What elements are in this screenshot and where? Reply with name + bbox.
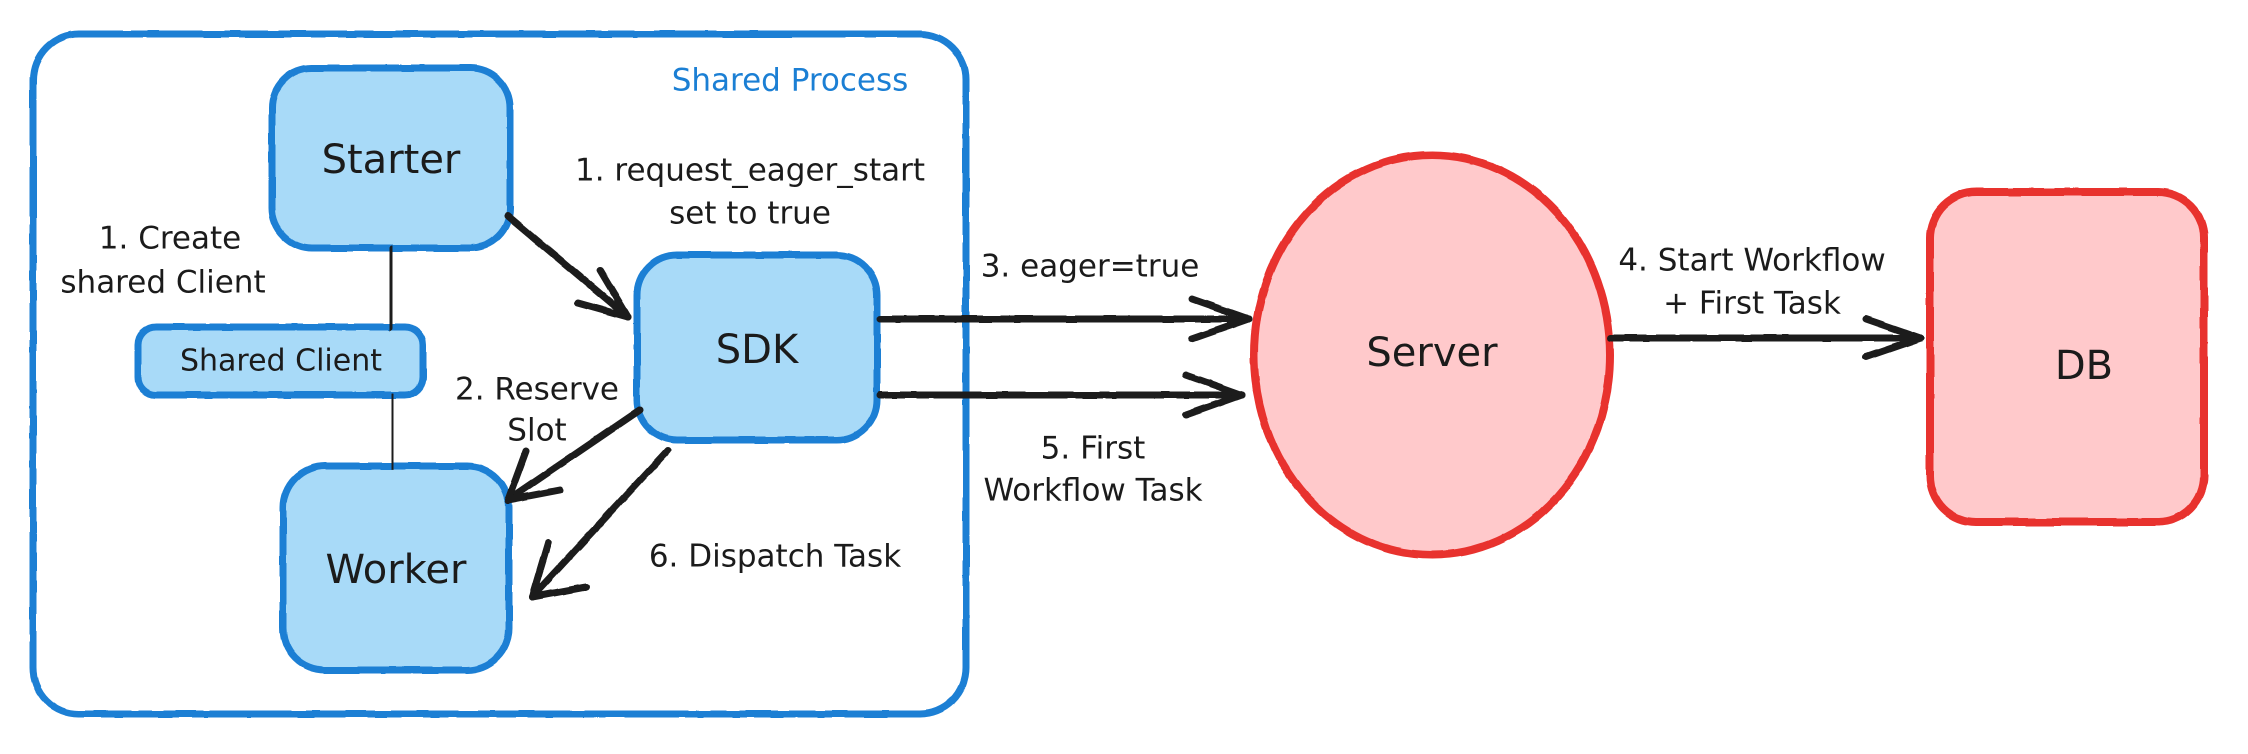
connector-shared-client-worker: [389, 393, 396, 470]
label-first-workflow-task-line1: 5. First: [1041, 431, 1146, 467]
arrow-server-to-db: [1607, 315, 1925, 361]
label-create-shared-client-line2: shared Client: [60, 265, 265, 301]
node-sdk-shape[interactable]: [633, 251, 881, 444]
label-reserve-slot-line1: 2. Reserve: [455, 372, 619, 408]
shared-process-label: Shared Process: [672, 63, 909, 99]
label-eager-true: 3. eager=true: [981, 249, 1200, 285]
label-reserve-slot-line2: Slot: [507, 413, 566, 449]
arrow-sdk-to-worker-reserve: [504, 406, 644, 504]
label-dispatch-task: 6. Dispatch Task: [649, 539, 901, 575]
node-starter-label: Starter: [322, 137, 461, 183]
node-db-label: DB: [2055, 343, 2113, 389]
label-request-eager-start-line2: set to true: [669, 196, 831, 232]
arrow-sdk-to-server-first-task: [876, 371, 1246, 419]
node-shared-client-shape[interactable]: [134, 323, 427, 399]
label-request-eager-start-line1: 1. request_eager_start: [575, 153, 925, 189]
node-sdk-label: SDK: [716, 327, 800, 373]
node-worker-shape[interactable]: [279, 462, 513, 674]
label-start-workflow-line1: 4. Start Workflow: [1618, 243, 1885, 279]
arrow-starter-to-sdk: [504, 212, 632, 321]
shared-process-container: [29, 30, 970, 718]
connector-starter-shared-client: [387, 246, 395, 331]
node-server-shape[interactable]: [1250, 151, 1614, 559]
node-shared-client-label: Shared Client: [180, 344, 382, 379]
label-create-shared-client-line1: 1. Create: [99, 221, 241, 257]
node-server-label: Server: [1366, 330, 1498, 376]
label-first-workflow-task-line2: Workflow Task: [983, 473, 1202, 509]
arrow-sdk-to-server-eager: [876, 295, 1253, 343]
label-start-workflow-line2: + First Task: [1663, 286, 1841, 322]
node-db-shape[interactable]: [1926, 188, 2208, 526]
node-worker-label: Worker: [326, 547, 467, 593]
arrow-sdk-to-worker-dispatch: [528, 446, 672, 601]
